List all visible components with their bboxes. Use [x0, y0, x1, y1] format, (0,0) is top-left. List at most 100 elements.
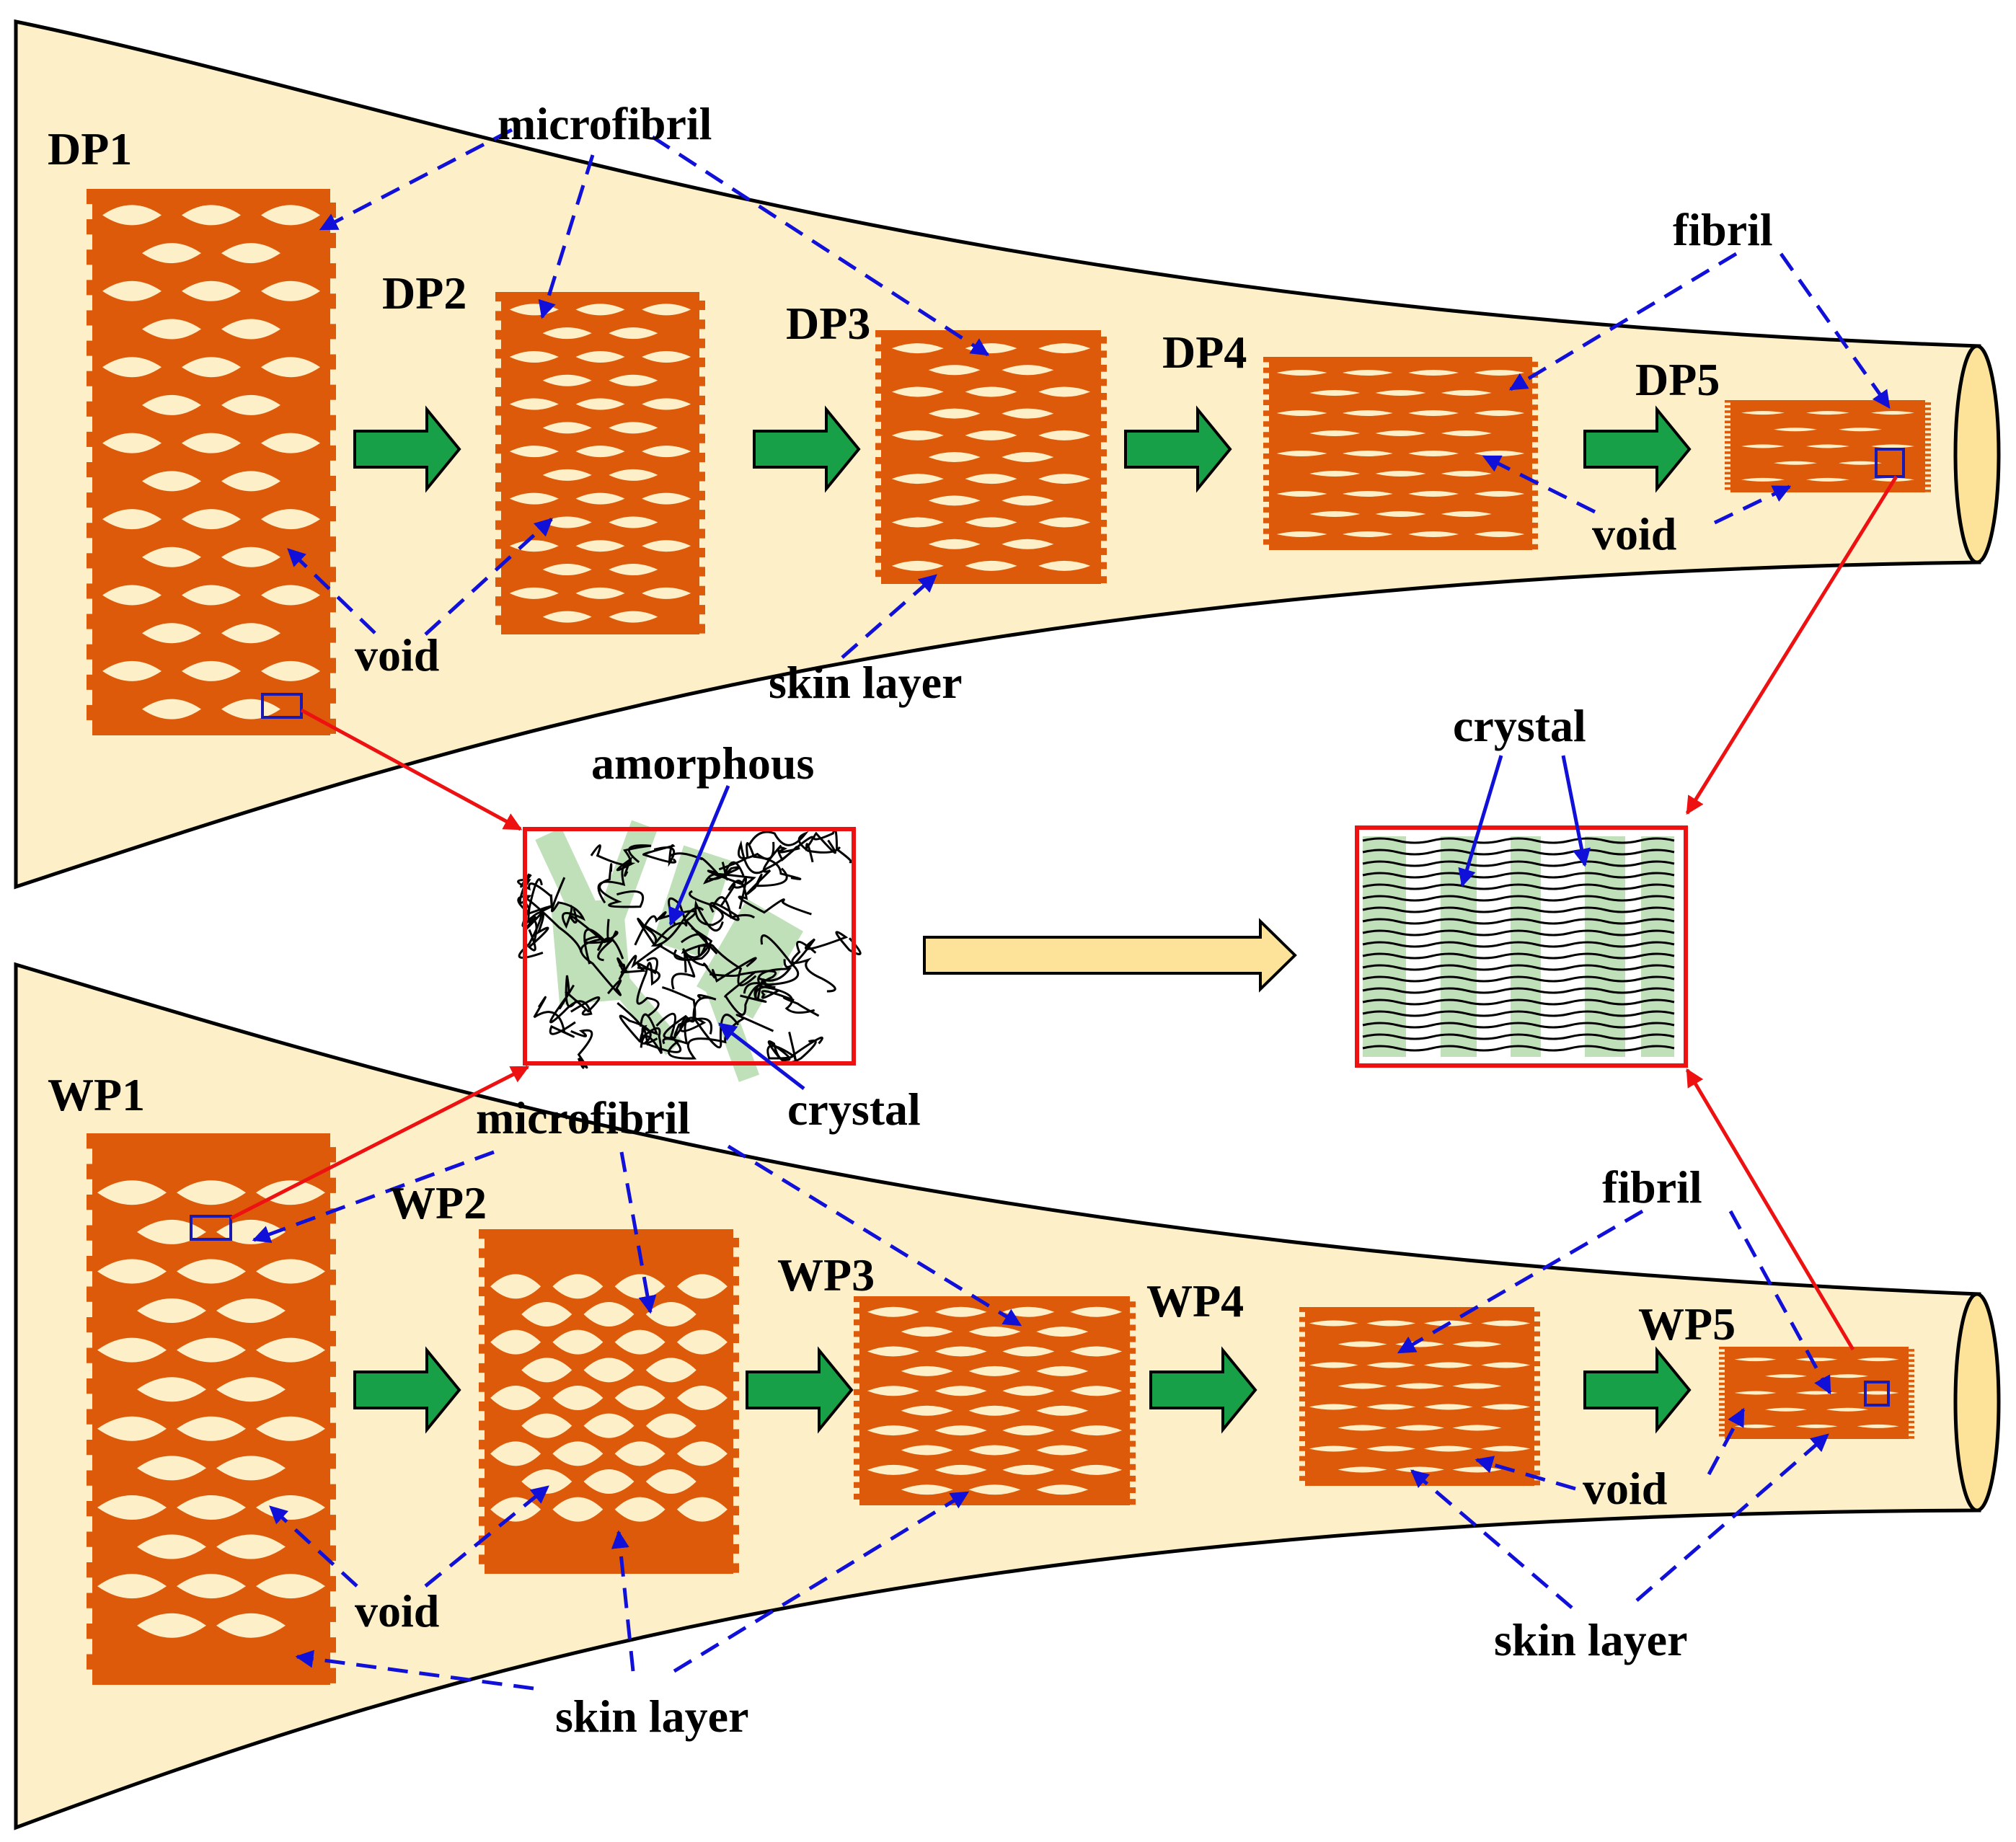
void-pore — [1276, 410, 1327, 416]
void-pore — [1452, 1425, 1502, 1431]
dry-funnel-opening — [1953, 344, 2001, 564]
void-pore — [583, 1358, 635, 1383]
void-pore — [1765, 1407, 1807, 1412]
void-pore — [216, 1298, 286, 1324]
void-pore — [645, 1302, 697, 1327]
crystal-domain — [601, 963, 683, 1055]
void-pore — [509, 398, 559, 410]
void-pore — [97, 1337, 167, 1363]
void-pore — [1871, 444, 1914, 448]
void-pore — [609, 374, 658, 386]
void-pore — [1375, 511, 1426, 517]
void-pore — [1038, 343, 1091, 354]
void-pore — [1342, 370, 1393, 376]
void-pore — [676, 1274, 728, 1299]
void-pore — [867, 1464, 919, 1475]
void-pore — [221, 319, 280, 340]
void-pore — [542, 516, 592, 528]
label-wet-skin-layer-left: skin layer — [555, 1691, 748, 1742]
void-pore — [609, 469, 658, 481]
crystal-domain — [697, 898, 803, 1019]
void-pore — [509, 446, 559, 458]
void-pore — [642, 587, 691, 599]
transition-arrow-icon — [923, 918, 1297, 993]
void-pore — [261, 205, 320, 226]
void-pore — [614, 1441, 666, 1466]
void-pore — [1806, 411, 1849, 415]
void-pore — [1452, 1383, 1502, 1389]
void-pore — [1002, 365, 1054, 376]
void-pore — [552, 1441, 604, 1466]
dp1-sample-box — [261, 693, 303, 719]
void-pore — [934, 1346, 987, 1357]
polymer-chain — [616, 957, 658, 975]
void-pore — [1857, 1358, 1899, 1362]
void-pore — [642, 446, 691, 458]
polymer-chain — [689, 890, 724, 932]
label-dry-void-right: void — [1592, 508, 1676, 559]
label-dry-void-left: void — [355, 629, 439, 681]
polymer-chain — [570, 1029, 593, 1069]
void-pore — [1338, 1425, 1387, 1431]
label-amorphous: amorphous — [591, 738, 814, 789]
void-pore — [142, 394, 201, 415]
void-pore — [221, 546, 280, 567]
label-dry-microfibril: microfibril — [498, 98, 712, 149]
void-pore — [142, 623, 201, 644]
polymer-chain — [598, 863, 645, 908]
void-pore — [142, 471, 201, 492]
void-pore — [1309, 471, 1361, 477]
oriented-chain — [1362, 906, 1675, 913]
void-pore — [614, 1386, 666, 1410]
polymer-chain — [737, 840, 798, 874]
void-pore — [1481, 1404, 1531, 1410]
void-pore — [609, 327, 658, 340]
polymer-chain — [728, 880, 812, 916]
void-pore — [1276, 491, 1327, 497]
stage-label-wp5: WP5 — [1638, 1298, 1736, 1350]
polymer-chain — [703, 862, 740, 885]
void-pore — [182, 509, 241, 530]
process-arrow-icon — [1583, 405, 1692, 493]
void-pore — [1002, 539, 1054, 549]
void-pore — [97, 1259, 167, 1284]
void-pore — [1839, 428, 1882, 432]
void-pore — [1826, 1374, 1868, 1378]
process-arrow-icon — [1149, 1346, 1257, 1434]
void-pore — [1309, 1362, 1358, 1368]
void-pore — [177, 1259, 246, 1284]
void-pore — [1408, 410, 1459, 416]
void-pore — [1474, 491, 1525, 497]
void-pore — [1408, 451, 1459, 456]
void-pore — [509, 587, 559, 599]
void-pore — [1441, 471, 1492, 477]
void-pore — [1338, 1383, 1387, 1389]
polymer-chain — [757, 968, 815, 1014]
void-pore — [645, 1358, 697, 1383]
void-pore — [676, 1497, 728, 1522]
void-pore — [142, 319, 201, 340]
void-pore — [1441, 390, 1492, 396]
void-pore — [490, 1329, 541, 1355]
polymer-chain — [791, 940, 836, 993]
oriented-chain — [1362, 1045, 1675, 1052]
void-pore — [137, 1377, 206, 1402]
void-pore — [676, 1329, 728, 1355]
polymer-chain — [748, 831, 841, 854]
void-pore — [645, 1413, 697, 1438]
void-pore — [521, 1358, 572, 1383]
callout-labels: microfibril fibril void void skin layer … — [355, 98, 1773, 1742]
void-pore — [1441, 430, 1492, 436]
void-pore — [552, 1497, 604, 1522]
void-pore — [137, 1456, 206, 1481]
void-pore — [609, 611, 658, 623]
crystalline-box — [1355, 825, 1688, 1068]
void-pore — [552, 1274, 604, 1299]
void-pore — [891, 560, 944, 571]
void-pore — [521, 1413, 572, 1438]
oriented-chain — [1362, 918, 1675, 925]
void-pore — [182, 205, 241, 226]
void-pore — [965, 386, 1017, 397]
void-pore — [583, 1413, 635, 1438]
void-pore — [1481, 1445, 1531, 1452]
